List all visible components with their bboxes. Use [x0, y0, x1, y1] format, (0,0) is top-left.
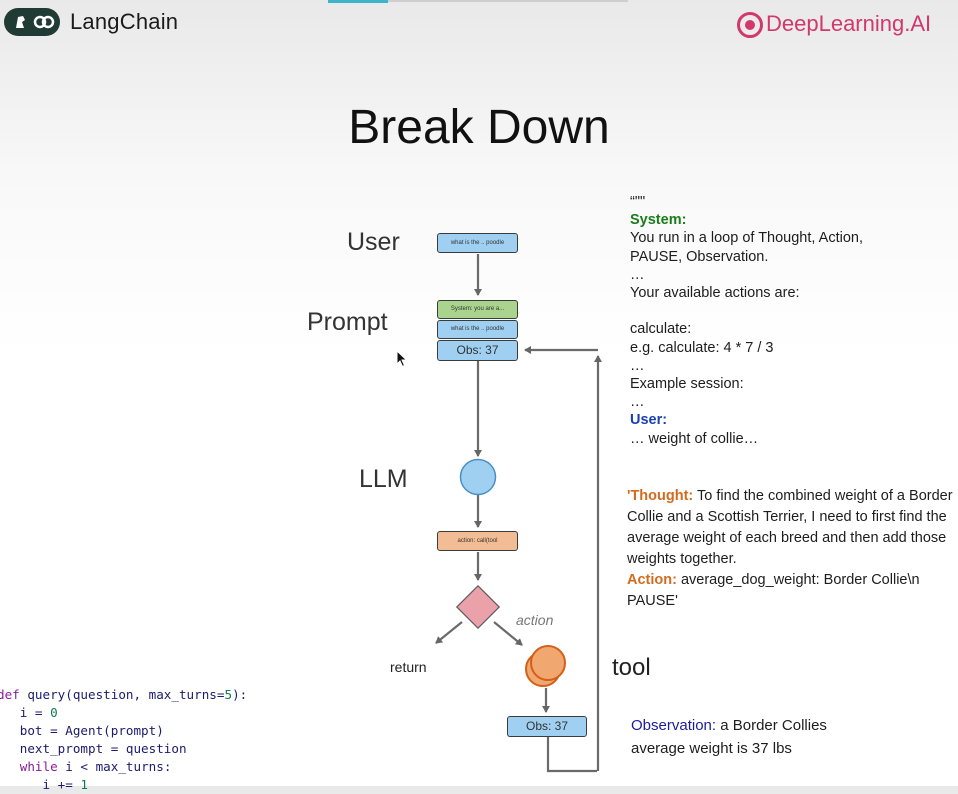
arrow-obs-to-loop: [546, 737, 597, 773]
label-tool: tool: [612, 654, 651, 681]
prompt-user-box: what is the .. poodle: [437, 320, 518, 339]
thought-body: To find the combined weight of a Border …: [627, 488, 953, 567]
label-action: action: [516, 612, 554, 628]
decision-diamond: [455, 584, 501, 630]
parrot-icon: [16, 16, 25, 28]
tool-circle-front: [530, 645, 566, 681]
deeplearning-brand-text: DeepLearning.AI: [766, 11, 932, 36]
chain-link-icon: [33, 15, 47, 29]
action-body: average_dog_weight: Border Collie\n PAUS…: [627, 572, 920, 609]
user-heading: User:: [630, 412, 668, 429]
deeplearning-logo-icon: [737, 12, 763, 38]
observation-text: Observation: a Border Collies average we…: [631, 714, 827, 760]
code-snippet: def query(question, max_turns=5): i = 0 …: [0, 687, 248, 792]
ellipsis-2: …: [630, 357, 645, 374]
label-llm: LLM: [359, 465, 408, 493]
user-message-box: what is the .. poodle: [437, 233, 518, 253]
ellipsis-3: …: [630, 394, 645, 411]
prompt-obs-box: Obs: 37: [437, 340, 518, 361]
label-return: return: [390, 659, 427, 675]
system-prompt-text: “"" System: You run in a loop of Thought…: [630, 193, 863, 448]
observation-line-1: a Border Collies: [720, 717, 827, 734]
action-heading: Action:: [627, 572, 677, 588]
system-line-2: PAUSE, Observation.: [630, 248, 769, 265]
system-line-1: You run in a loop of Thought, Action,: [630, 230, 863, 247]
llm-circle: [459, 458, 497, 496]
langchain-brand-text: LangChain: [70, 9, 179, 34]
system-heading: System:: [630, 212, 687, 229]
user-line: … weight of collie…: [630, 430, 759, 447]
mouse-cursor-icon: [396, 350, 408, 368]
langchain-logo: [4, 8, 60, 36]
thought-action-text: 'Thought: To find the combined weight of…: [627, 486, 957, 612]
label-user: User: [347, 228, 400, 256]
actions-line: Your available actions are:: [630, 285, 800, 302]
label-prompt: Prompt: [307, 308, 388, 336]
slide-title: Break Down: [348, 101, 610, 154]
llm-action-box: action: call(tool: [437, 531, 518, 551]
top-accent-line: [328, 0, 388, 3]
thought-heading: 'Thought:: [627, 488, 694, 504]
tool-obs-box: Obs: 37: [507, 716, 587, 737]
calculate-example: e.g. calculate: 4 * 7 / 3: [630, 339, 774, 356]
arrow-decision-to-return: [435, 621, 463, 644]
example-session-line: Example session:: [630, 376, 744, 393]
ellipsis-1: …: [630, 266, 645, 283]
open-quotes: “"": [630, 194, 646, 210]
arrow-decision-to-tool: [493, 621, 523, 646]
prompt-system-box: System: you are a...: [437, 300, 518, 319]
top-divider-line: [388, 0, 628, 2]
observation-line-2: average weight is 37 lbs: [631, 740, 792, 757]
calculate-line: calculate:: [630, 321, 692, 338]
observation-heading: Observation:: [631, 717, 717, 734]
